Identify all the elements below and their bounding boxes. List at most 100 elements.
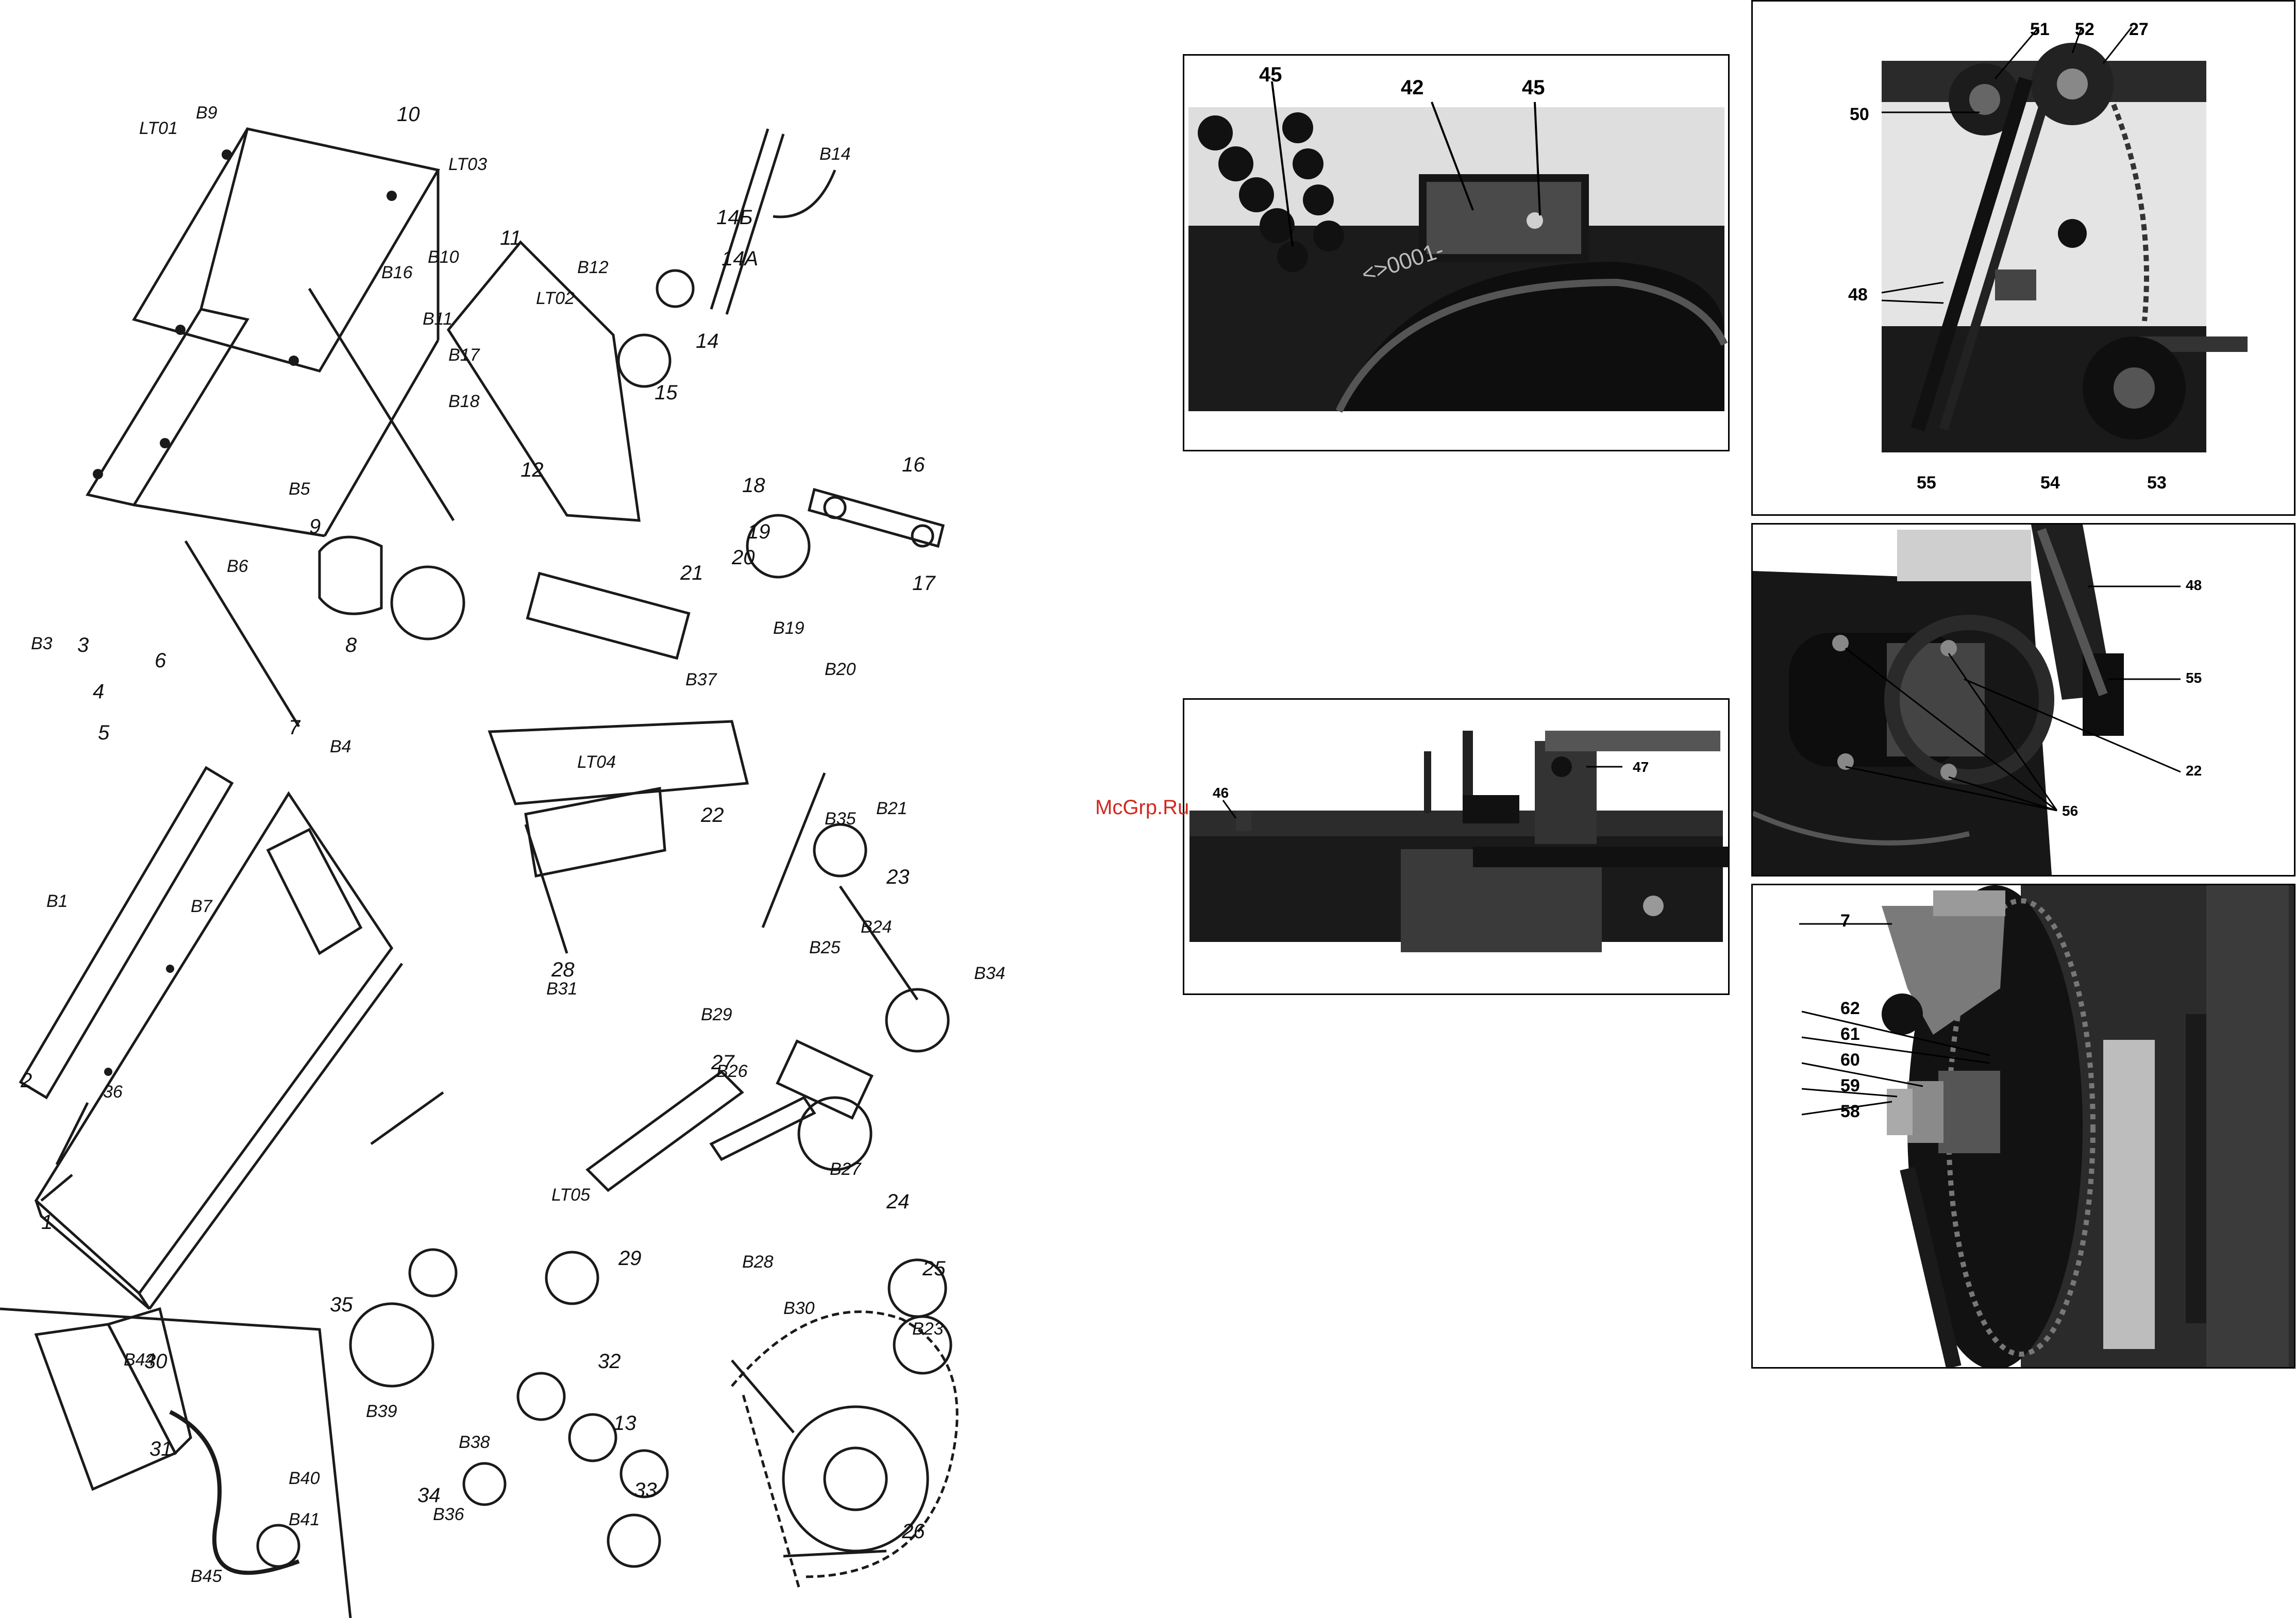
part-label: B11 [423,309,453,329]
part-label: 24 [886,1190,910,1213]
part-label: B27 [830,1159,861,1179]
part-label: 36 [103,1082,123,1102]
part-label: 11 [500,227,522,249]
callout-60: 60 [1840,1050,1860,1070]
part-label: 14Б [716,206,753,229]
part-label: B12 [577,258,609,277]
part-label: 23 [886,866,910,888]
part-label: 28 [551,958,575,981]
callout-47: 47 [1633,759,1649,775]
part-label: 25 [923,1257,946,1280]
part-label: B45 [191,1566,222,1586]
part-label: 20 [732,546,755,569]
callout-42: 42 [1401,76,1424,99]
part-label: 10 [397,103,420,126]
callout-46: 46 [1213,785,1229,801]
photo-panel-carriage: 46 47 [1183,698,1730,995]
part-label: 33 [634,1479,657,1502]
part-label: B38 [459,1432,490,1452]
part-label: LT04 [577,752,616,772]
photo-panel-chain-guide: <>0001- 45 42 45 [1183,54,1730,451]
part-label: 34 [417,1484,441,1507]
part-label: LT03 [448,155,487,174]
photo-panel-drive-chain: 51 52 27 50 48 55 54 53 [1751,0,2295,516]
part-label: LT01 [139,119,178,138]
part-label: B39 [366,1402,397,1421]
part-label: 16 [902,453,925,476]
part-label: B18 [448,392,480,411]
part-label: 22 [701,804,724,827]
part-label: 9 [309,515,321,538]
part-label: B6 [227,557,248,576]
watermark-text: McGrp.Ru [1095,796,1189,819]
part-label: B28 [742,1252,774,1272]
callout-59: 59 [1840,1076,1860,1095]
callout-55: 55 [1917,473,1936,493]
part-label: B9 [196,103,217,123]
callout-22: 22 [2186,763,2202,779]
photo-carriage [1184,700,1728,993]
part-label: B17 [448,345,480,365]
part-label: 32 [598,1350,621,1373]
part-label: B30 [783,1299,815,1318]
part-label: 14 [696,330,719,352]
part-label: 12 [521,459,544,481]
callout-62: 62 [1840,999,1860,1018]
photo-blade-shaft [1753,885,2294,1367]
part-label: B21 [876,799,908,818]
part-label: B44 [124,1350,155,1370]
part-label: 15 [655,381,678,404]
part-label: 35 [330,1293,353,1316]
part-label: B23 [912,1319,944,1339]
callout-55: 55 [2186,670,2202,686]
part-label: B29 [701,1005,732,1024]
part-label: 21 [680,562,703,584]
callout-54: 54 [2040,473,2060,493]
part-label: B14 [819,144,851,164]
part-label: 7 [289,716,300,739]
callout-50: 50 [1850,105,1869,124]
photo-panel-blade-shaft: 7 62 61 60 59 58 [1751,884,2295,1369]
callout-45-right: 45 [1522,76,1545,99]
part-label: 2 [21,1069,32,1092]
part-label: 27 [711,1051,734,1074]
part-label: 30 [144,1350,167,1373]
part-label: 31 [149,1438,173,1460]
part-label: 19 [747,520,770,543]
part-label: 8 [345,634,357,656]
part-label: 4 [93,680,105,703]
part-label: B40 [289,1469,320,1488]
part-label: B7 [191,897,212,916]
part-label: B10 [428,247,459,267]
part-label: B34 [974,964,1005,983]
part-label: 26 [902,1520,925,1543]
part-label: 18 [742,474,765,497]
callout-52: 52 [2075,20,2094,39]
part-label: LT05 [551,1185,590,1205]
callout-58: 58 [1840,1102,1860,1121]
part-label: 6 [155,649,166,672]
part-label: B16 [381,263,413,282]
callout-48: 48 [1848,285,1868,305]
part-label: 1 [41,1211,53,1234]
part-label: 13 [613,1412,636,1435]
part-label: B41 [289,1510,320,1529]
part-label: B20 [825,660,856,679]
callout-61: 61 [1840,1024,1860,1044]
part-label: LT02 [536,289,575,308]
callout-27: 27 [2129,20,2149,39]
part-label: B4 [330,737,351,756]
part-label: B37 [685,670,717,689]
part-label: B1 [46,891,68,911]
part-label: 3 [77,634,89,656]
part-label: B36 [433,1505,464,1524]
callout-56: 56 [2062,803,2079,819]
part-label: 29 [618,1247,642,1270]
photo-drive-chain [1753,2,2294,514]
part-label: 14A [722,247,759,270]
part-label: B3 [31,634,53,653]
part-label: B26 [716,1061,748,1081]
part-label: B31 [546,979,578,999]
callout-53: 53 [2147,473,2167,493]
part-label: B25 [809,938,841,957]
